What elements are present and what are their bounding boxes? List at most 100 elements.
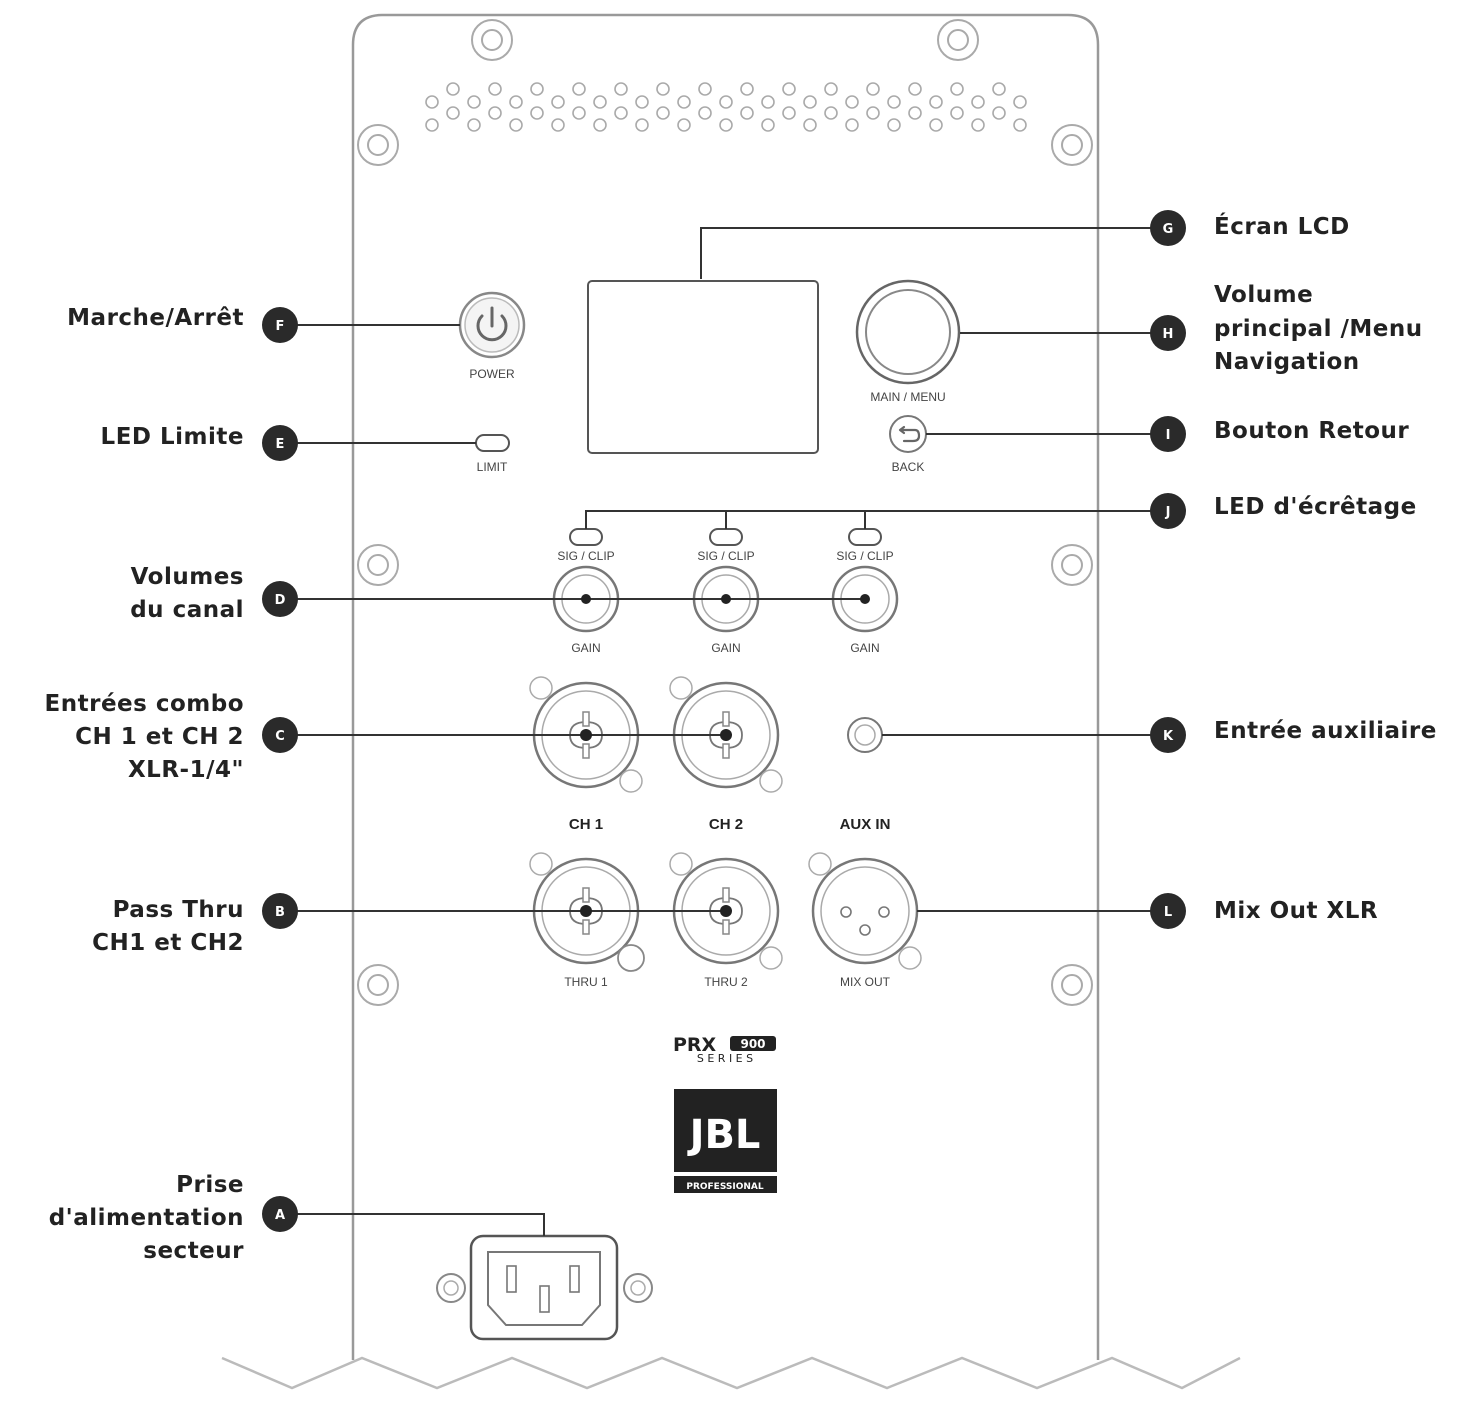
vent-hole <box>971 95 985 109</box>
badge-d: D <box>262 581 298 617</box>
badge-g: G <box>1150 210 1186 246</box>
back-button[interactable] <box>889 415 927 453</box>
vent-hole <box>551 95 565 109</box>
svg-text:C: C <box>275 729 285 744</box>
aux-in-label: AUX IN <box>840 816 891 833</box>
aux-input-jack[interactable] <box>847 717 883 753</box>
vent-hole <box>425 95 439 109</box>
vent-hole <box>908 82 922 96</box>
vent-hole <box>992 82 1006 96</box>
jbl-professional-logo: JBL PROFESSIONAL <box>674 1089 777 1193</box>
prx-logo-text: PRX <box>673 1034 717 1056</box>
back-arrow-icon <box>898 425 921 443</box>
vent-hole <box>803 95 817 109</box>
sig-clip-label-3: SIG / CLIP <box>836 549 893 563</box>
vent-hole <box>1013 118 1027 132</box>
jbl-logo-text: JBL <box>687 1112 761 1158</box>
power-inlet[interactable] <box>436 1234 653 1341</box>
badge-a: A <box>262 1196 298 1232</box>
callout-j-line-1: LED d'écrêtage <box>1214 494 1417 520</box>
main-menu-knob[interactable] <box>855 279 961 385</box>
mounting-screws <box>357 19 1093 1006</box>
callout-k-line-1: Entrée auxiliaire <box>1214 718 1437 744</box>
vent-hole <box>530 82 544 96</box>
vent-holes <box>425 82 1027 132</box>
prx-logo-series: S E R I E S <box>697 1052 753 1065</box>
callout-c-line-2: CH 1 et CH 2 <box>75 724 244 750</box>
vent-hole <box>782 106 796 120</box>
mix-out-label: MIX OUT <box>840 975 891 989</box>
svg-text:B: B <box>275 905 285 920</box>
main-menu-label: MAIN / MENU <box>870 390 945 404</box>
vent-hole <box>908 106 922 120</box>
vent-hole <box>824 106 838 120</box>
lcd-screen <box>587 280 819 454</box>
callout-b-line-2: CH1 et CH2 <box>92 930 244 956</box>
svg-text:D: D <box>275 593 286 608</box>
vent-hole <box>740 82 754 96</box>
vent-hole <box>929 118 943 132</box>
prx-logo-number: 900 <box>740 1037 765 1051</box>
vent-hole <box>677 95 691 109</box>
vent-hole <box>845 118 859 132</box>
vent-hole <box>593 118 607 132</box>
vent-hole <box>572 106 586 120</box>
badge-h: H <box>1150 315 1186 351</box>
vent-hole <box>1013 95 1027 109</box>
callout-badges: A B C D E F G H I J K L <box>262 210 1186 1232</box>
vent-hole <box>740 106 754 120</box>
callout-a-line-1: Prise <box>176 1172 244 1198</box>
vent-hole <box>614 106 628 120</box>
vent-hole <box>698 106 712 120</box>
svg-text:F: F <box>276 319 285 334</box>
badge-c: C <box>262 717 298 753</box>
callout-g-line-1: Écran LCD <box>1214 212 1350 240</box>
vent-hole <box>656 82 670 96</box>
badge-b: B <box>262 893 298 929</box>
vent-hole <box>950 82 964 96</box>
limit-label: LIMIT <box>477 460 508 474</box>
badge-f: F <box>262 307 298 343</box>
back-label: BACK <box>892 460 925 474</box>
vent-hole <box>950 106 964 120</box>
vent-hole <box>887 95 901 109</box>
svg-text:I: I <box>1166 428 1171 443</box>
vent-hole <box>530 106 544 120</box>
vent-hole <box>761 118 775 132</box>
callout-d-line-2: du canal <box>130 597 244 623</box>
power-button[interactable] <box>458 291 526 359</box>
vent-hole <box>551 118 565 132</box>
svg-text:K: K <box>1163 729 1174 744</box>
sig-clip-led-3 <box>848 528 882 546</box>
callout-a-line-3: secteur <box>143 1238 244 1264</box>
ch2-label: CH 2 <box>709 816 743 833</box>
vent-hole <box>446 82 460 96</box>
vent-hole <box>866 106 880 120</box>
vent-hole <box>866 82 880 96</box>
left-callout-labels: Marche/Arrêt LED Limite Volumes du canal… <box>45 305 244 1264</box>
vent-hole <box>467 95 481 109</box>
vent-hole <box>572 82 586 96</box>
badge-i: I <box>1150 416 1186 452</box>
mix-out-xlr[interactable] <box>808 852 922 970</box>
vent-hole <box>887 118 901 132</box>
callout-c-line-1: Entrées combo <box>45 691 244 717</box>
sig-clip-led-2 <box>709 528 743 546</box>
vent-hole <box>719 95 733 109</box>
badge-k: K <box>1150 717 1186 753</box>
sig-clip-label-1: SIG / CLIP <box>557 549 614 563</box>
svg-text:H: H <box>1163 327 1174 342</box>
callout-f-line-1: Marche/Arrêt <box>67 305 244 331</box>
vent-hole <box>782 82 796 96</box>
panel-cut-edge <box>221 1356 1241 1390</box>
svg-text:J: J <box>1165 505 1171 520</box>
vent-hole <box>614 82 628 96</box>
vent-hole <box>845 95 859 109</box>
vent-hole <box>446 106 460 120</box>
callout-i-line-1: Bouton Retour <box>1214 418 1409 444</box>
vent-hole <box>677 118 691 132</box>
vent-hole <box>929 95 943 109</box>
vent-hole <box>488 82 502 96</box>
vent-hole <box>467 118 481 132</box>
